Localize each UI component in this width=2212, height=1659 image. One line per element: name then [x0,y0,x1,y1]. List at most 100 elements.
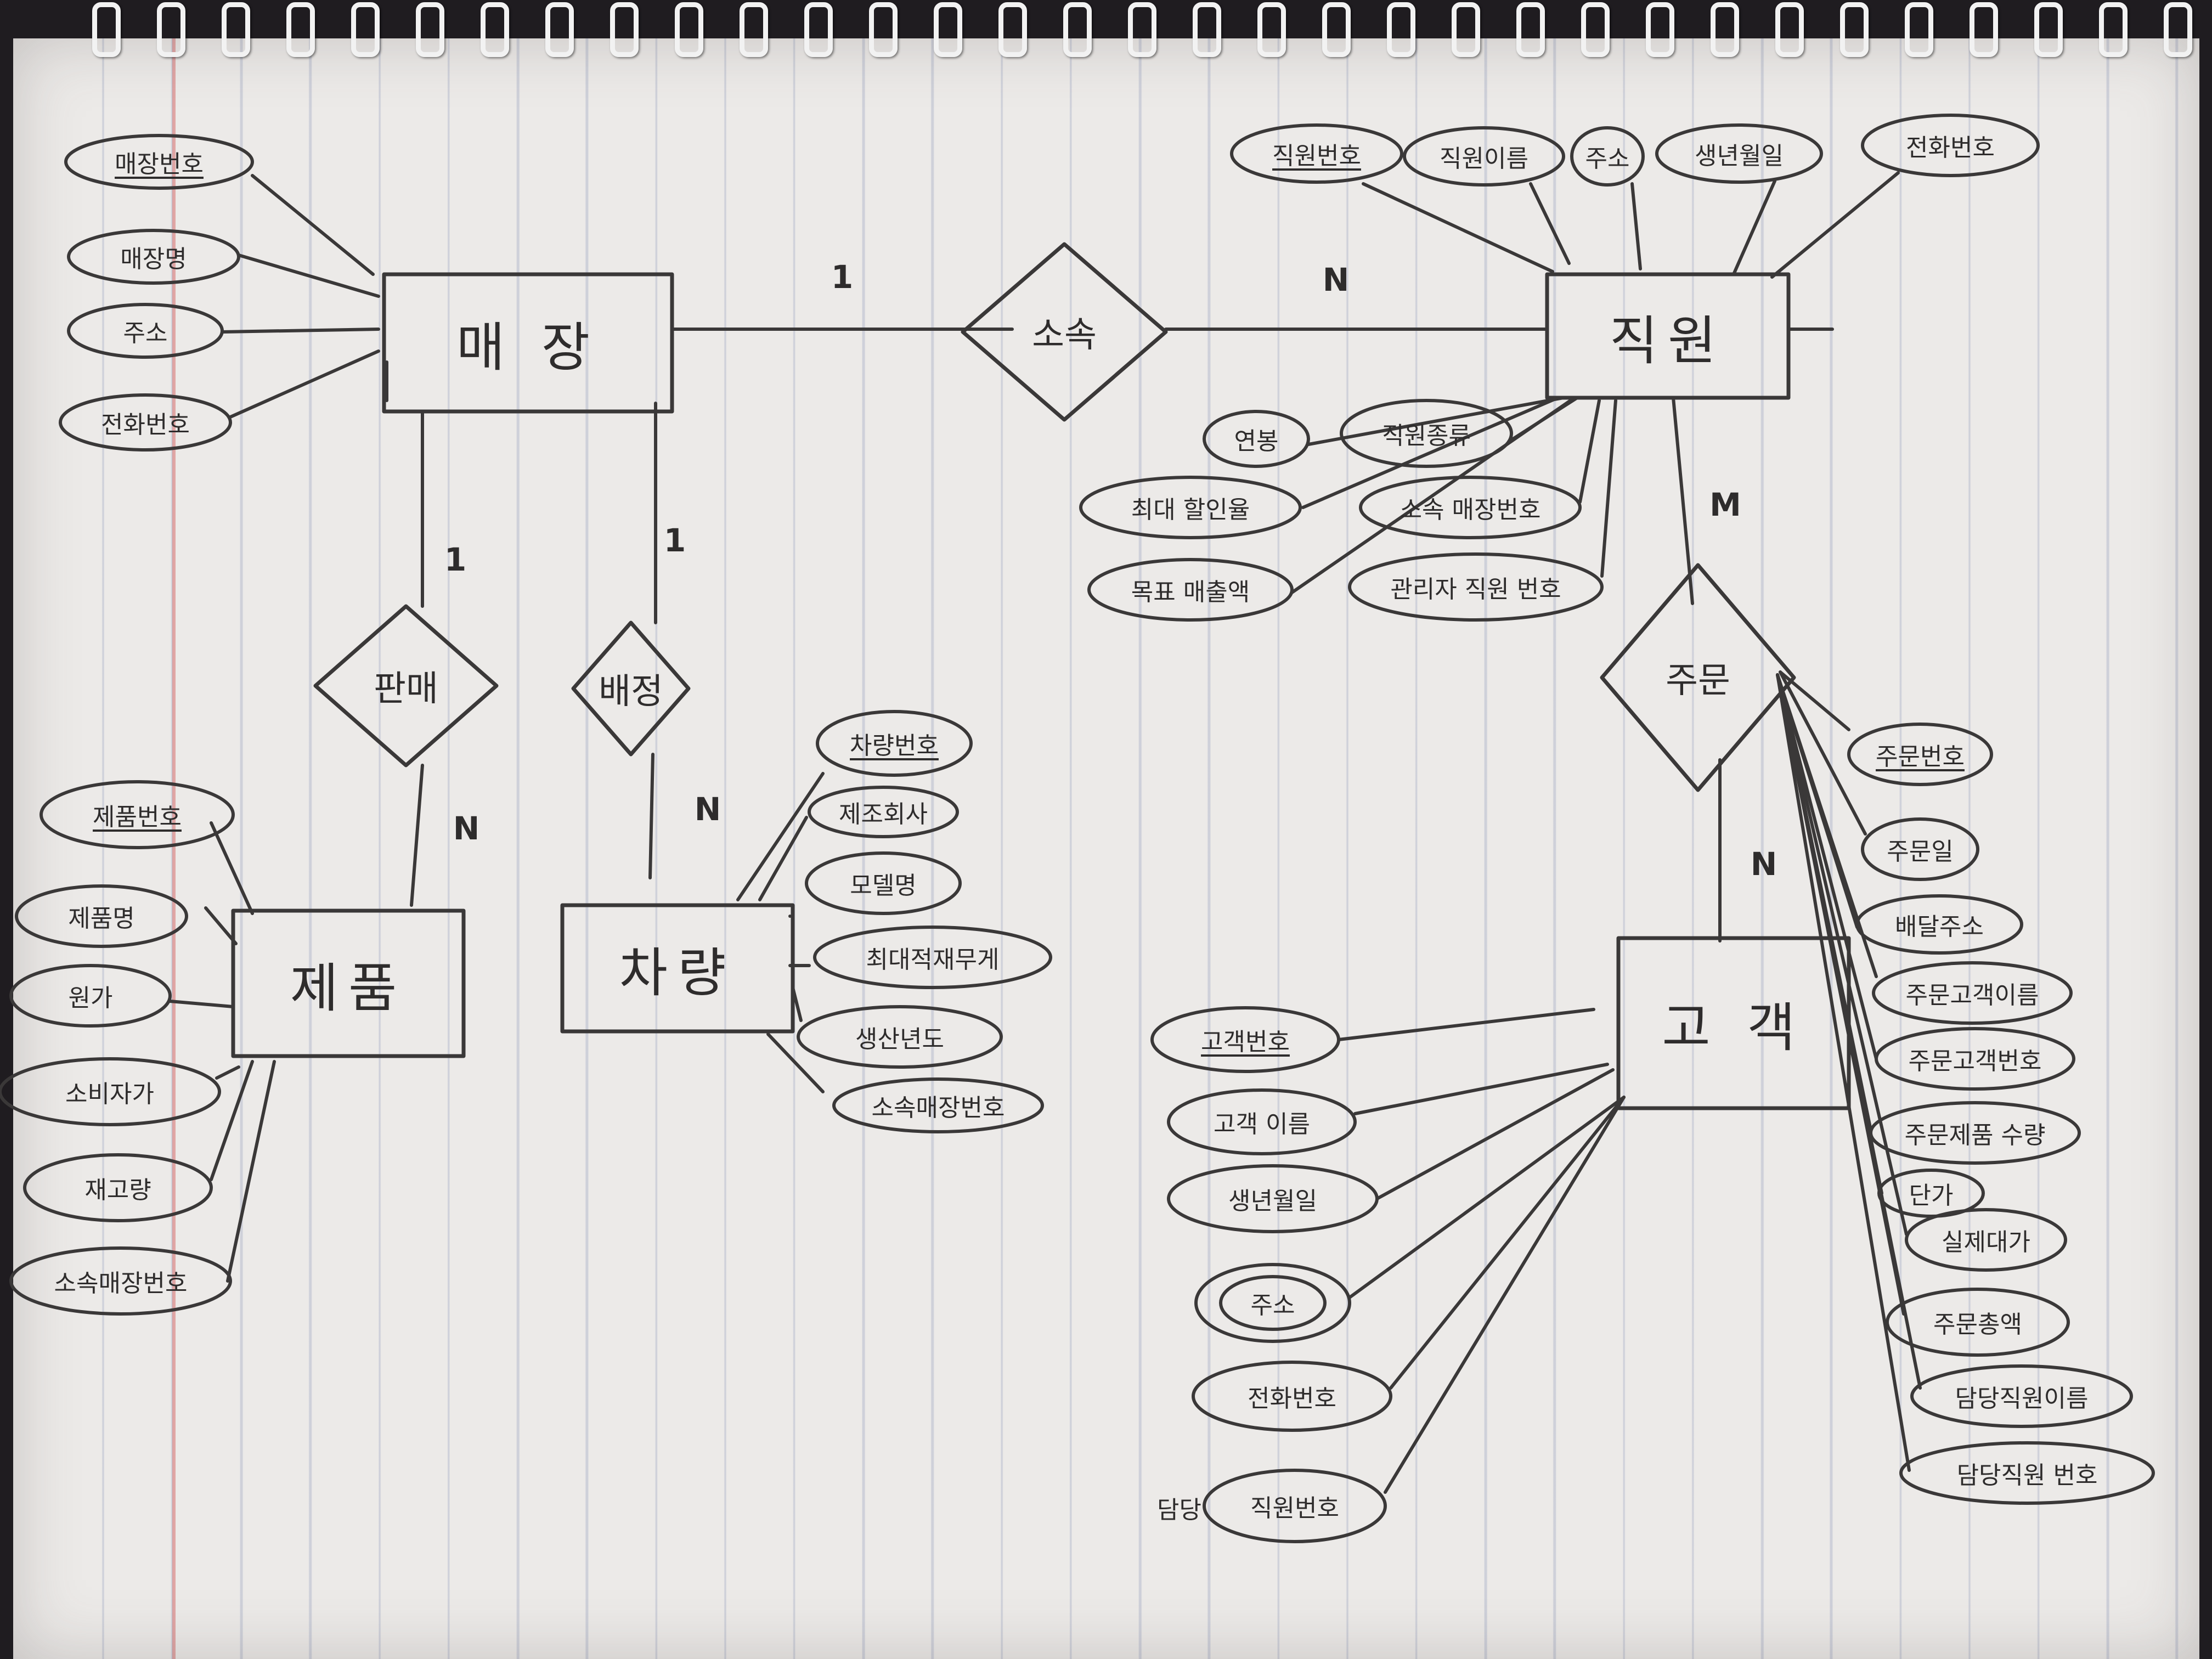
attribute-stock-quantity-label: 재고량 [84,1176,151,1204]
attribute-store-number-ellipse [64,134,254,190]
relationship-assign-label: 배정 [599,672,663,712]
attribute-order-number-ellipse [1847,723,1993,786]
attribute-customer-number-label: 고객번호 [1201,1028,1290,1056]
attribute-customer-phone-label: 전화번호 [1248,1385,1336,1413]
attribute-order-date-ellipse [1861,817,1979,881]
attribute-target-sales-label: 목표 매출액 [1131,578,1250,606]
connector-line [237,253,380,298]
entity-product-label: 제품 [290,957,407,1019]
connector-line [1290,396,1576,594]
spiral-ring [1970,2,1998,57]
attribute-employee-salary-ellipse [1203,410,1310,468]
entity-employee-label: 직원 [1609,310,1726,371]
entity-store-box [382,272,674,414]
attribute-vehicle-number-label: 차량번호 [850,732,939,760]
entity-vehicle-box [560,903,795,1034]
attribute-product-cost-ellipse [9,964,172,1028]
attribute-employee-type-ellipse [1340,399,1513,468]
attribute-manufacturer-label: 제조회사 [839,800,928,828]
attribute-store-address-label: 주소 [123,319,168,347]
entity-employee-box [1545,272,1791,400]
attribute-unit-price-label: 단가 [1909,1182,1954,1210]
spiral-ring [1646,2,1674,57]
connector-line [1630,182,1642,270]
attribute-customer-address-ellipse [1194,1263,1351,1343]
entity-customer-box [1616,936,1851,1110]
attribute-employee-type-label: 직원종류 [1382,422,1471,450]
attribute-max-load-weight-label: 최대적재무게 [866,946,1000,974]
spiral-ring [804,2,833,57]
connector-line [1776,673,1878,1060]
attribute-handler-number-ellipse [1899,1441,2155,1505]
attribute-consumer-price-ellipse [0,1057,221,1126]
cardinality-store-assign: 1 [663,522,686,559]
attribute-product-name-label: 제품명 [68,905,135,933]
attribute-order-customer-number-ellipse [1875,1027,2075,1091]
attribute-employee-number-label: 직원번호 [1272,142,1361,170]
spiral-ring [1257,2,1286,57]
spiral-binding [0,0,2212,57]
connector-line [210,1060,254,1181]
connector-line [1348,1096,1626,1299]
spiral-ring [869,2,898,57]
attribute-employee-number-ellipse [1230,123,1403,184]
connector-line [736,772,825,901]
attribute-employee-name-label: 직원이름 [1440,145,1528,173]
cardinality-assign-vehicle: N [694,791,721,828]
attribute-store-affiliation-number-label: 소속 매장번호 [1400,496,1541,524]
attribute-store-name-label: 매장명 [120,245,187,273]
connector-line [1732,179,1776,276]
attribute-employee-name-ellipse [1403,126,1565,187]
attribute-order-product-quantity-ellipse [1869,1101,2081,1165]
spiral-ring [1193,2,1221,57]
spiral-ring [1128,2,1156,57]
attribute-production-year-label: 생산년도 [855,1025,944,1053]
attribute-vehicle-number-ellipse [816,710,973,777]
attribute-consumer-price-label: 소비자가 [65,1080,154,1108]
attribute-vehicle-store-number-ellipse [832,1077,1044,1133]
spiral-ring [1063,2,1092,57]
attribute-manager-employee-number-label: 관리자 직원 번호 [1390,575,1561,603]
attribute-employee-salary-label: 연봉 [1234,427,1279,455]
connector-line [1307,396,1565,446]
relationship-order-diamond [1600,563,1796,792]
connector-line [226,1060,276,1283]
attribute-customer-birthdate-label: 생년월일 [1228,1187,1317,1215]
attribute-order-customer-name-ellipse [1872,961,2073,1025]
connector-line [1776,673,1911,1472]
attribute-max-discount-rate-label: 최대 할인율 [1131,496,1250,524]
connector-line [210,821,254,915]
connector-line [1375,1068,1615,1200]
attribute-customer-address-inner-ring [1219,1275,1327,1331]
connector-line [410,764,424,907]
connector-line [1301,396,1560,509]
spiral-ring [934,2,962,57]
relationship-belong-label: 소속 [1032,315,1097,356]
attribute-store-phone-label: 전화번호 [101,411,190,439]
attribute-order-customer-name-label: 주문고객이름 [1905,981,2039,1009]
spiral-ring [157,2,185,57]
attribute-handler-name-ellipse [1910,1364,2133,1428]
connector-line [1362,182,1554,273]
spiral-ring [1452,2,1480,57]
spiral-ring [2099,2,2128,57]
connector-line [1578,399,1601,504]
attribute-max-load-weight-ellipse [813,926,1052,989]
attribute-order-total-ellipse [1886,1288,2070,1357]
connector-line [1337,1008,1595,1041]
attribute-employee-address-ellipse [1570,126,1645,187]
spiral-ring [1905,2,1933,57]
attribute-store-name-ellipse [67,229,240,285]
connector-line [229,349,380,419]
cardinality-sale-product: N [453,810,480,847]
spiral-ring [416,2,444,57]
connector-line [758,816,808,901]
connector-line [1384,1096,1626,1494]
attribute-store-address-ellipse [67,303,224,359]
spiral-ring [351,2,380,57]
relationship-sale-label: 판매 [374,669,438,709]
connector-line [1389,1096,1626,1390]
spiral-ring [1322,2,1351,57]
cardinality-employee-order: M [1709,486,1741,523]
